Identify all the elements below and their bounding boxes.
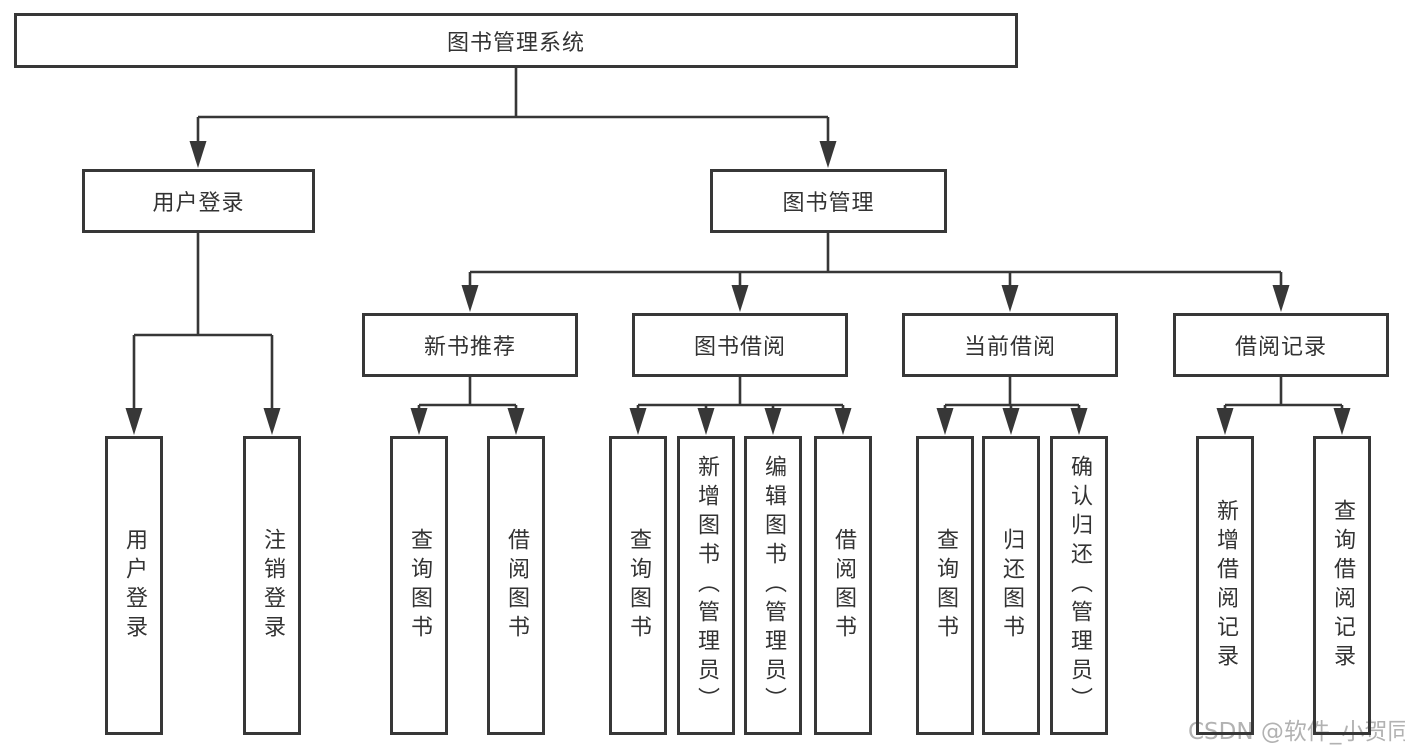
arrowhead — [125, 408, 143, 435]
leaf-label: 编辑图书（管理员） — [761, 455, 786, 716]
leaf-borrow-books: 借阅图书 — [814, 436, 872, 735]
arrowhead — [1272, 285, 1290, 312]
arrowhead — [629, 408, 647, 435]
node-new-book-recommend: 新书推荐 — [362, 313, 578, 377]
csdn-watermark: CSDN @软件_小贺同学 — [1188, 719, 1405, 745]
arrowhead — [1001, 285, 1019, 312]
leaf-borrow-books-recommend: 借阅图书 — [487, 436, 545, 735]
leaf-label: 借阅图书 — [831, 527, 856, 644]
arrowhead — [410, 408, 428, 435]
arrowhead — [697, 408, 715, 435]
leaf-label: 借阅图书 — [504, 527, 529, 644]
node-user-login: 用户登录 — [82, 169, 315, 233]
leaf-confirm-return-admin: 确认归还（管理员） — [1050, 436, 1108, 735]
node-root-library-system: 图书管理系统 — [14, 13, 1018, 68]
arrowhead — [1002, 408, 1020, 435]
leaf-label: 查询图书 — [626, 527, 651, 644]
arrowhead — [1070, 408, 1088, 435]
leaf-label: 查询图书 — [407, 527, 432, 644]
leaf-edit-book-admin: 编辑图书（管理员） — [744, 436, 802, 735]
arrowhead — [507, 408, 525, 435]
leaf-query-books-recommend: 查询图书 — [390, 436, 448, 735]
leaf-query-borrow-record: 查询借阅记录 — [1313, 436, 1371, 735]
leaf-label: 新增借阅记录 — [1213, 498, 1238, 673]
arrowhead — [1216, 408, 1234, 435]
node-book-borrow: 图书借阅 — [632, 313, 848, 377]
node-label: 图书借阅 — [693, 335, 786, 360]
node-label: 借阅记录 — [1234, 335, 1327, 360]
node-current-borrow: 当前借阅 — [902, 313, 1118, 377]
node-borrow-records: 借阅记录 — [1173, 313, 1389, 377]
arrowhead — [936, 408, 954, 435]
node-book-management: 图书管理 — [710, 169, 947, 233]
node-label: 图书管理 — [782, 191, 875, 216]
leaf-label: 归还图书 — [999, 527, 1024, 644]
leaf-label: 查询图书 — [933, 527, 958, 644]
arrowhead — [263, 408, 281, 435]
leaf-return-books: 归还图书 — [982, 436, 1040, 735]
arrowhead — [1333, 408, 1351, 435]
arrowhead — [764, 408, 782, 435]
leaf-label: 新增图书（管理员） — [694, 455, 719, 716]
arrowhead — [731, 285, 749, 312]
tree-edges — [132, 68, 1344, 411]
node-label: 图书管理系统 — [446, 30, 585, 56]
leaf-user-login: 用户登录 — [105, 436, 163, 735]
leaf-label: 查询借阅记录 — [1330, 498, 1355, 673]
arrowhead-group — [125, 141, 1351, 435]
node-label: 用户登录 — [152, 191, 245, 216]
node-label: 新书推荐 — [423, 335, 516, 360]
leaf-label: 用户登录 — [122, 527, 147, 644]
leaf-label: 确认归还（管理员） — [1067, 455, 1092, 716]
leaf-add-book-admin: 新增图书（管理员） — [677, 436, 735, 735]
leaf-query-books-borrow: 查询图书 — [609, 436, 667, 735]
leaf-query-books-current: 查询图书 — [916, 436, 974, 735]
arrowhead — [819, 141, 837, 168]
leaf-label: 注销登录 — [260, 527, 285, 644]
arrowhead — [834, 408, 852, 435]
node-label: 当前借阅 — [963, 335, 1056, 360]
arrowhead — [461, 285, 479, 312]
leaf-add-borrow-record: 新增借阅记录 — [1196, 436, 1254, 735]
leaf-logout: 注销登录 — [243, 436, 301, 735]
arrowhead — [189, 141, 207, 168]
